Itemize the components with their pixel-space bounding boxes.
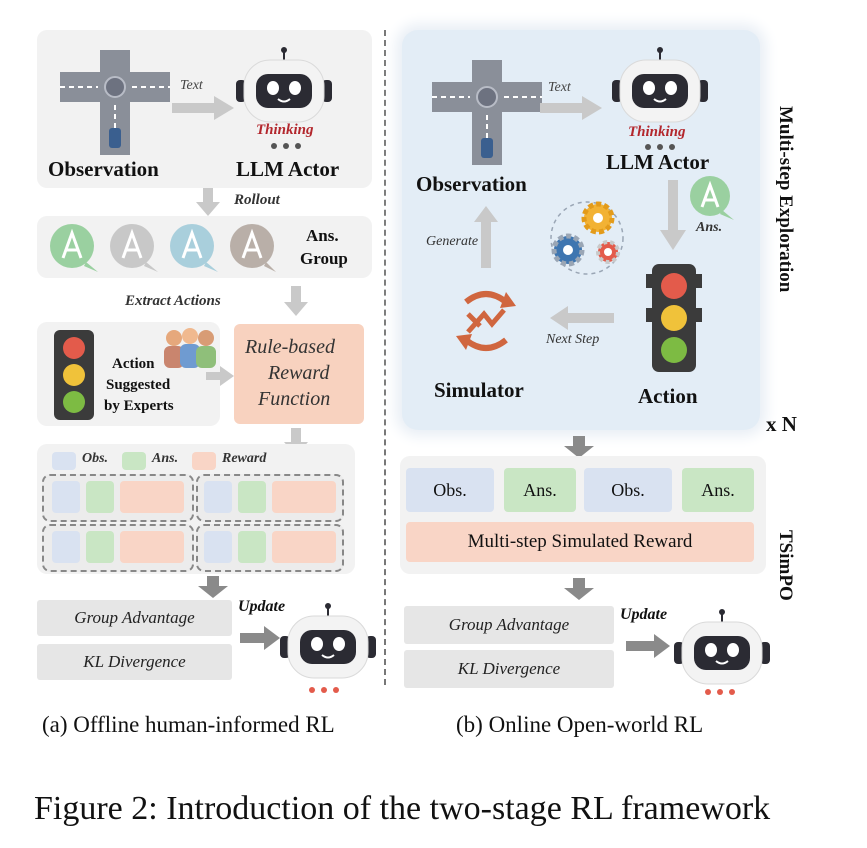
right-group-advantage-box: Group Advantage — [404, 606, 614, 644]
tsimpo-label: TSimPO — [775, 530, 796, 601]
robot-icon — [612, 47, 708, 123]
to-advantage-arrow — [198, 576, 228, 598]
answer-icon — [230, 224, 276, 272]
legend-ans-label: Ans. — [152, 451, 179, 466]
action-label: Action — [638, 384, 698, 408]
traffic-light-icon — [54, 330, 94, 420]
action-suggested-line1: Action — [112, 356, 155, 372]
extract-actions-arrow — [284, 286, 308, 316]
left-subcaption: (a) Offline human-informed RL — [42, 712, 335, 737]
to-tsimpo-arrow — [564, 436, 594, 458]
legend-obs-swatch — [52, 452, 76, 470]
robot-icon — [674, 609, 770, 685]
reward-fn-line3: Function — [258, 388, 331, 410]
ans-cell — [238, 531, 266, 563]
right-ans-label: Ans. — [696, 220, 723, 235]
tag-obs: Obs. — [406, 468, 494, 512]
simulator-icon — [456, 291, 516, 351]
answer-icon — [690, 176, 734, 220]
actor-to-action-arrow — [660, 180, 686, 250]
obs-cell — [52, 481, 80, 513]
right-ellipsis-dots — [705, 689, 735, 695]
experts-icon — [164, 328, 216, 368]
right-text-arrow — [540, 96, 602, 120]
panel-divider — [384, 30, 386, 685]
figure-caption: Figure 2: Introduction of the two-stage … — [34, 790, 771, 827]
extract-actions-label: Extract Actions — [125, 293, 221, 309]
reward-cell — [272, 481, 336, 513]
left-llm-actor-label: LLM Actor — [236, 157, 340, 181]
generate-label: Generate — [426, 234, 479, 249]
obs-cell — [204, 531, 232, 563]
right-subcaption: (b) Online Open-world RL — [456, 712, 704, 737]
times-n-label: x N — [766, 412, 797, 436]
reward-cell — [272, 531, 336, 563]
reward-fn-line1: Rule-based — [245, 336, 335, 358]
tag-ans: Ans. — [682, 468, 754, 512]
obs-cell — [52, 531, 80, 563]
gears-icon — [550, 201, 624, 275]
road-intersection-icon — [432, 60, 542, 165]
action-suggested-line2: Suggested — [106, 377, 171, 393]
right-llm-actor-label: LLM Actor — [606, 150, 710, 174]
multi-step-exploration-label: Multi-step Exploration — [775, 106, 796, 293]
answer-icon — [170, 224, 218, 272]
legend-reward-label: Reward — [222, 451, 267, 466]
left-group-advantage-box: Group Advantage — [37, 600, 232, 636]
left-ellipsis-dots — [309, 687, 339, 693]
right-observation-label: Observation — [416, 172, 527, 196]
tag-ans: Ans. — [504, 468, 576, 512]
right-text-arrow-label: Text — [548, 80, 571, 95]
ans-cell — [86, 531, 114, 563]
action-suggested-line3: by Experts — [104, 398, 174, 414]
legend-obs-label: Obs. — [82, 451, 109, 466]
legend-ans-swatch — [122, 452, 146, 470]
to-reward-arrow — [206, 366, 234, 386]
left-thinking-label: Thinking — [256, 122, 314, 138]
thinking-dots — [271, 143, 301, 149]
right-update-arrow — [626, 634, 670, 658]
left-text-arrow-label: Text — [180, 78, 203, 93]
ans-cell — [86, 481, 114, 513]
ans-cell — [238, 481, 266, 513]
rollout-arrow — [196, 188, 220, 216]
next-step-label: Next Step — [546, 332, 600, 347]
to-right-advantage-arrow — [564, 578, 594, 600]
simulator-label: Simulator — [434, 378, 524, 402]
thinking-dots — [645, 144, 675, 150]
left-kl-divergence-box: KL Divergence — [37, 644, 232, 680]
robot-icon — [280, 603, 376, 679]
left-update-label: Update — [238, 598, 286, 615]
answer-icon — [110, 224, 158, 272]
reward-fn-line2: Reward — [268, 362, 330, 384]
answer-icon — [50, 224, 98, 272]
left-observation-label: Observation — [48, 157, 159, 181]
rollout-label: Rollout — [234, 192, 280, 208]
next-step-arrow — [550, 306, 614, 330]
tag-obs: Obs. — [584, 468, 672, 512]
traffic-light-icon — [646, 264, 702, 372]
left-text-arrow — [172, 96, 234, 120]
generate-arrow — [474, 206, 498, 268]
reward-cell — [120, 531, 184, 563]
right-update-label: Update — [620, 606, 668, 623]
reward-cell — [120, 481, 184, 513]
ans-group-label-2: Group — [300, 249, 348, 268]
ans-group-label-1: Ans. — [306, 226, 339, 245]
answer-group-icons — [50, 224, 276, 272]
legend-reward-swatch — [192, 452, 216, 470]
right-kl-divergence-box: KL Divergence — [404, 650, 614, 688]
simulated-reward-box: Multi-step Simulated Reward — [406, 522, 754, 562]
left-update-arrow — [240, 626, 280, 650]
reward-function-box — [234, 324, 364, 424]
robot-icon — [236, 47, 332, 123]
obs-cell — [204, 481, 232, 513]
road-intersection-icon — [60, 50, 170, 155]
right-thinking-label: Thinking — [628, 124, 686, 140]
